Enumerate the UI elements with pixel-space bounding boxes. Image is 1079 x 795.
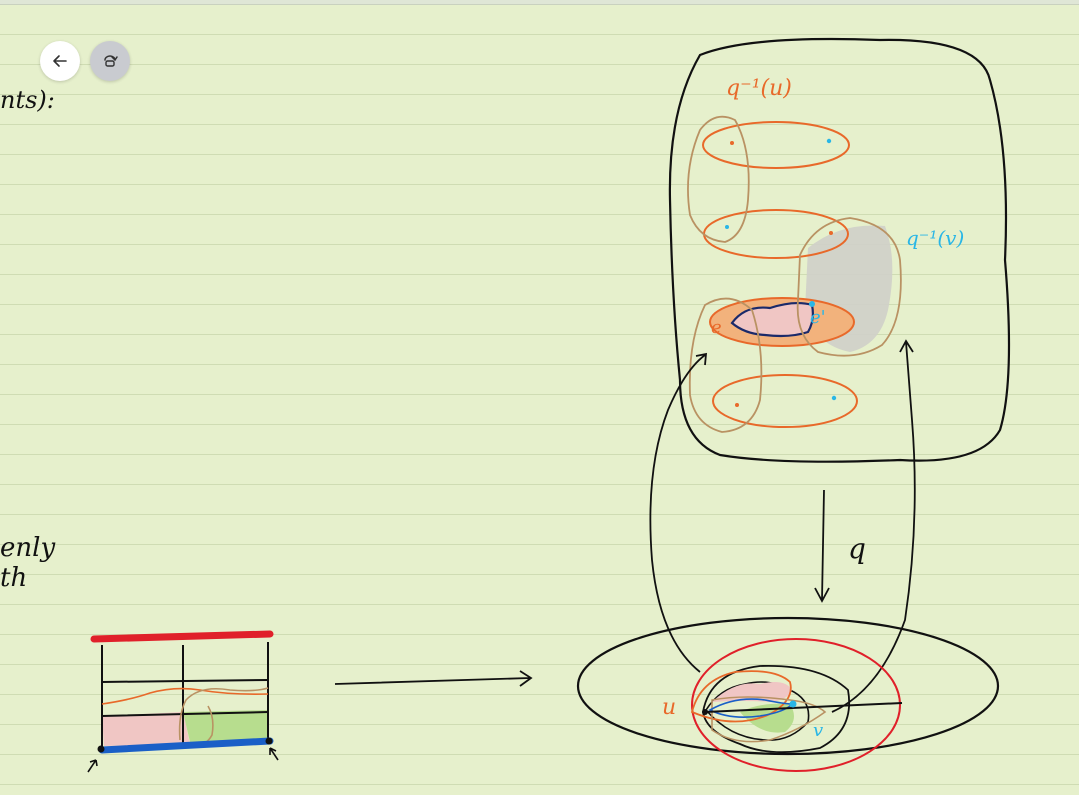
orange-path [101, 687, 269, 705]
base-space-boundary [576, 616, 1000, 756]
lift-arrow-left [649, 352, 708, 673]
map-arrow-q [814, 489, 830, 603]
black-neighborhood [702, 664, 850, 754]
note-fragment-mid-2: th [0, 563, 27, 593]
tan-neighborhood-right [796, 217, 902, 357]
map-arrow-horizontal [334, 670, 533, 687]
pink-fill-region [102, 712, 190, 746]
orange-neighborhood [690, 670, 792, 723]
sheet-u-1 [702, 121, 850, 169]
corner-arrow-left [87, 759, 98, 773]
sheet-u-2 [703, 209, 849, 259]
label-e-prime: e' [810, 307, 826, 328]
red-neighborhood [691, 638, 901, 772]
corner-arrow-right [269, 747, 279, 761]
green-fill-region [183, 710, 268, 742]
sheet-u-4 [712, 374, 858, 428]
window-top-edge [0, 0, 1079, 5]
note-fragment-top: nts): [0, 86, 55, 114]
label-preimage-v: q⁻¹(v) [906, 226, 964, 250]
label-v: v [813, 720, 823, 741]
rotate-button[interactable] [90, 41, 130, 81]
lift-arrow-right [831, 339, 916, 713]
blue-bottom-edge [98, 737, 274, 754]
covering-space-diagram: q⁻¹(u) q⁻¹(v) e e' [668, 37, 1011, 463]
rotate-icon [104, 55, 118, 67]
label-preimage-u: q⁻¹(u) [726, 76, 792, 101]
tan-neighborhood [711, 696, 827, 743]
segment-u-v [704, 702, 903, 713]
red-top-edge [90, 630, 274, 643]
note-fragment-mid-1: enly [0, 533, 55, 563]
label-map-q: q [848, 532, 866, 565]
label-u: u [662, 695, 676, 720]
tan-neighborhood-bottom [688, 297, 763, 433]
arrow-left-icon [53, 55, 67, 67]
label-e: e [711, 317, 722, 338]
square-diagram [87, 630, 279, 773]
tan-neighborhood-top [687, 115, 750, 243]
base-space-diagram: u v [576, 616, 1000, 772]
back-button[interactable] [40, 41, 80, 81]
covering-space-boundary [668, 37, 1011, 463]
